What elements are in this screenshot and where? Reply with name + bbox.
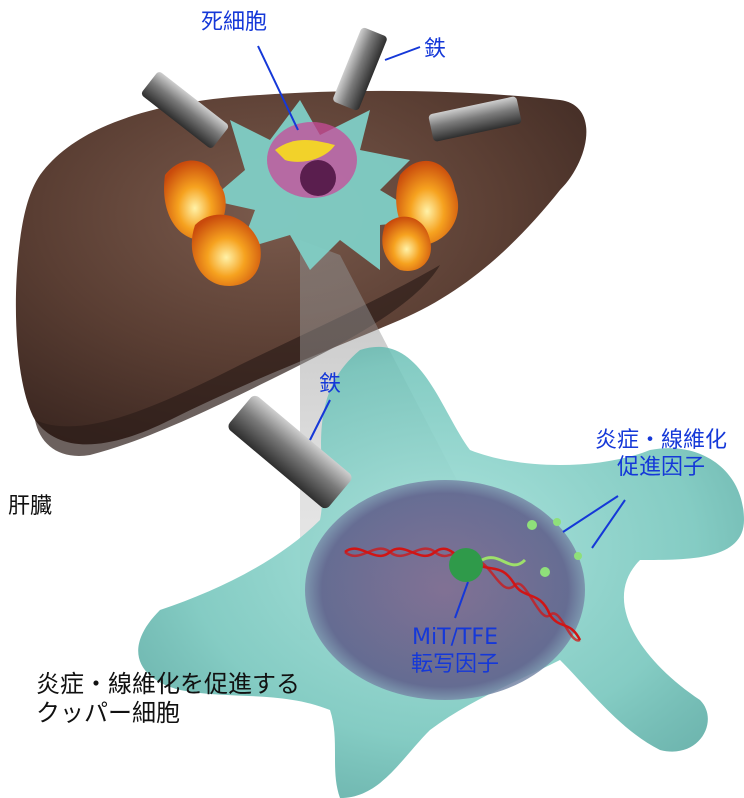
transcription-factor-label: MiT/TFE 転写因子 [392, 625, 518, 679]
factors-label: 炎症・線維化 促進因子 [586, 428, 736, 482]
factors-label-line2: 促進因子 [586, 455, 736, 482]
tf-label-line1: MiT/TFE [392, 625, 518, 652]
kupffer-label-line1: 炎症・線維化を促進する [36, 670, 300, 699]
iron-label-mid: 鉄 [319, 372, 341, 399]
transcription-factor-blob [449, 548, 483, 582]
kupffer-label-line2: クッパー細胞 [36, 699, 300, 728]
dead-cell-label: 死細胞 [201, 10, 267, 37]
liver-label: 肝臓 [8, 494, 52, 521]
tf-label-line2: 転写因子 [392, 652, 518, 679]
kupffer-cell-label: 炎症・線維化を促進する クッパー細胞 [36, 670, 300, 729]
factors-label-line1: 炎症・線維化 [586, 428, 736, 455]
iron-label-top: 鉄 [424, 37, 446, 64]
